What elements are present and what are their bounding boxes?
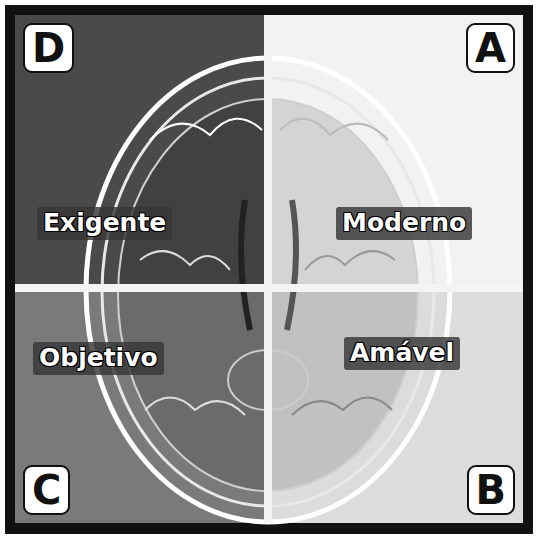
quadrant-label: Amável — [344, 337, 460, 370]
quadrant-label: Moderno — [336, 207, 472, 240]
quadrant-region: A Moderno — [272, 15, 523, 284]
quadrant-region: B Amável — [272, 292, 523, 523]
quadrant-region: C Objetivo — [15, 292, 264, 523]
quadrant-label: Exigente — [37, 207, 172, 240]
quadrant-letter: A — [466, 23, 515, 73]
quadrant-label: Objetivo — [33, 342, 164, 375]
quadrant-letter: C — [23, 465, 70, 515]
quadrant-letter: D — [23, 23, 74, 73]
quadrant-region: D Exigente — [15, 15, 264, 284]
quadrant-letter: B — [467, 465, 516, 515]
